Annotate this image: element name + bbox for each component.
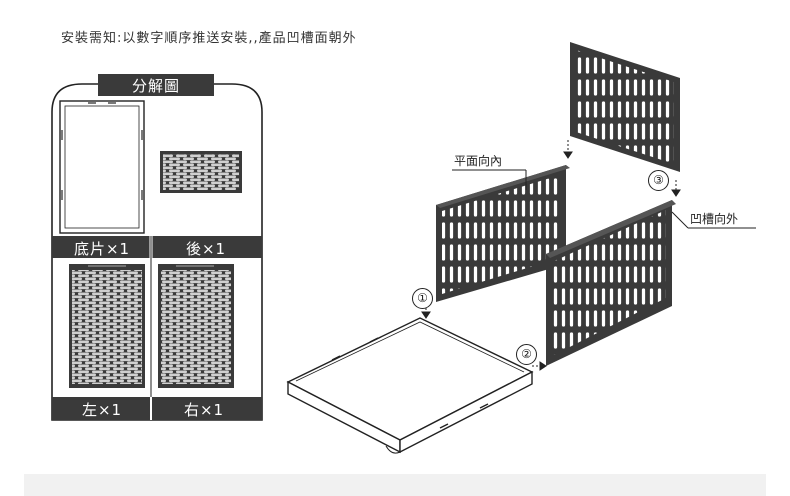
step-3-marker: ③	[648, 170, 669, 191]
bottom-label-band	[52, 397, 262, 420]
step-2-marker: ②	[516, 344, 537, 365]
bottom-piece-label: 底片×1	[73, 240, 131, 258]
right-piece-label: 右×1	[183, 401, 225, 419]
callout-leaders	[452, 169, 756, 229]
exploded-view-title: 分解圖	[131, 77, 180, 95]
assembly-arrows	[421, 140, 681, 371]
left-piece-illustration	[69, 264, 145, 388]
left-side-panel	[436, 165, 570, 302]
left-piece-label: 左×1	[81, 401, 123, 419]
flat-inward-callout: 平面向內	[454, 154, 503, 168]
right-side-panel	[546, 200, 676, 366]
right-piece-illustration	[158, 264, 234, 388]
back-panel	[570, 42, 680, 172]
middle-label-band	[52, 236, 262, 258]
base-tray	[286, 317, 534, 454]
bottom-piece-illustration	[59, 100, 145, 234]
exploded-view-title-bg	[98, 74, 214, 96]
back-piece-label: 後×1	[185, 240, 227, 258]
installation-instruction: 安裝需知:以數字順序推送安裝,,產品凹槽面朝外	[61, 31, 357, 46]
back-piece-illustration	[160, 151, 242, 193]
bottom-gray-band	[24, 474, 766, 496]
exploded-view-panel	[51, 74, 263, 421]
groove-outward-callout: 凹槽向外	[690, 212, 739, 226]
step-1-marker: ①	[412, 288, 433, 309]
